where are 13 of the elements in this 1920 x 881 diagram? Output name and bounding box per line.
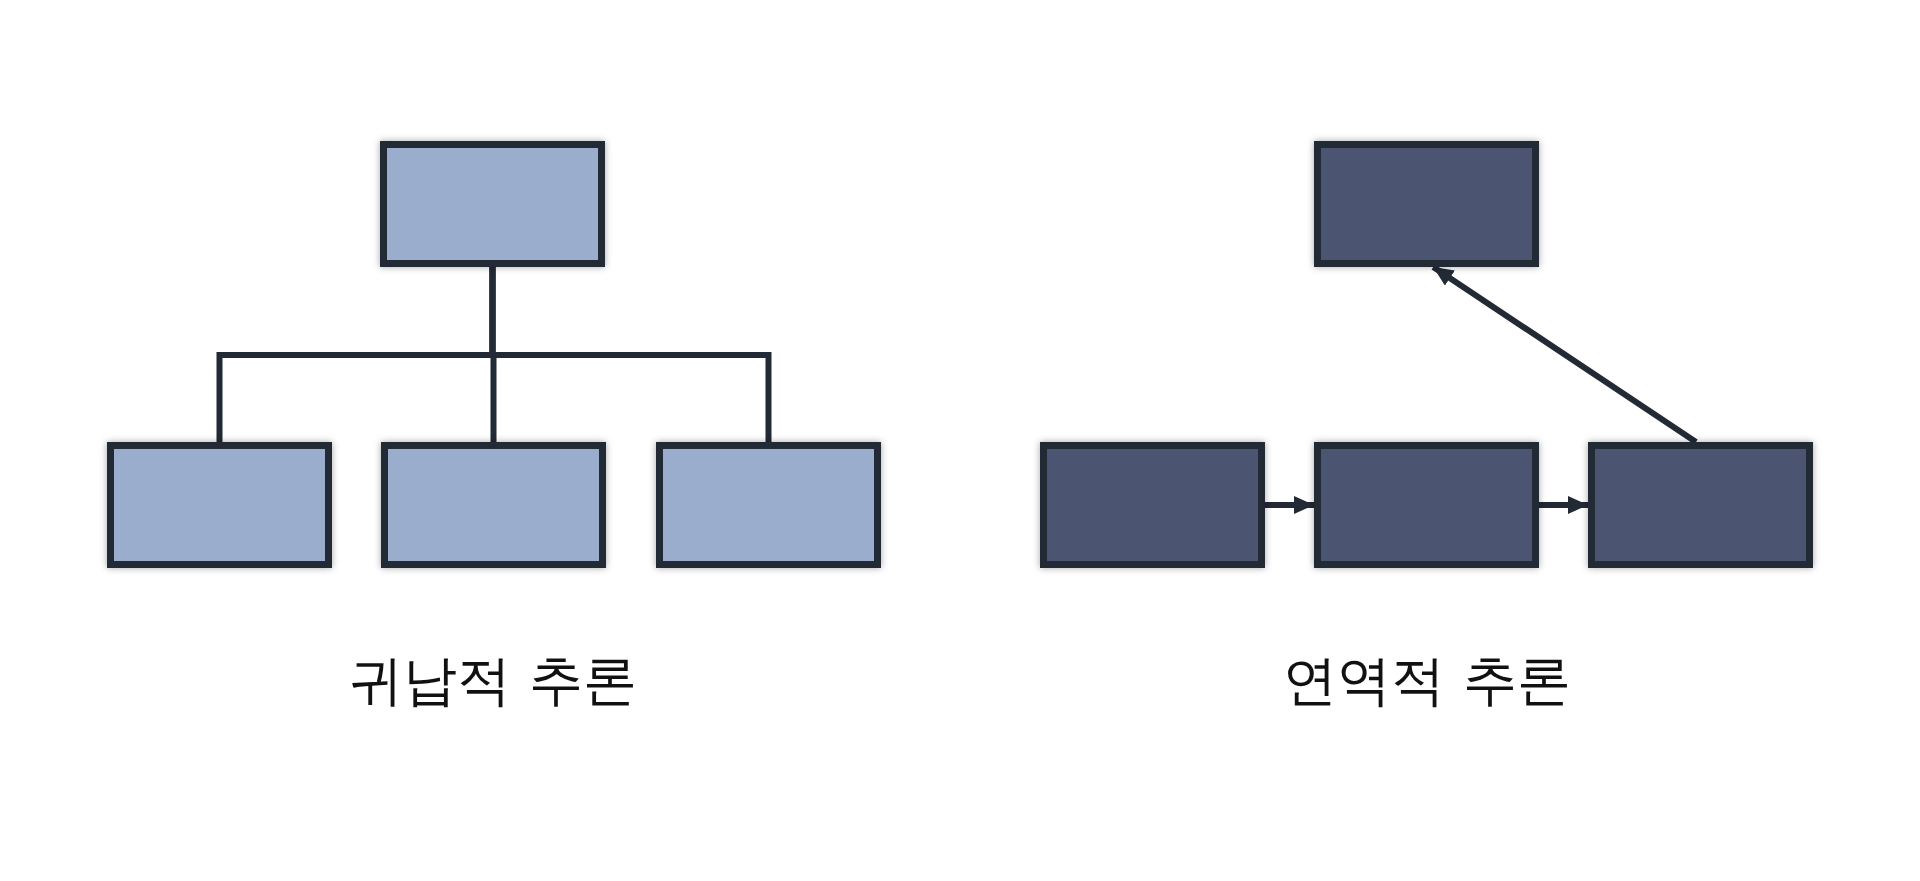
box — [1314, 442, 1539, 568]
arrow — [1539, 496, 1588, 514]
box — [1040, 442, 1265, 568]
caption: 귀납적 추론 — [349, 651, 637, 711]
caption: 연역적 추론 — [1283, 651, 1571, 711]
arrow — [1265, 496, 1314, 514]
box — [1588, 442, 1813, 568]
box — [381, 442, 606, 568]
box — [107, 442, 332, 568]
box — [656, 442, 881, 568]
box — [380, 141, 605, 267]
connector-line — [489, 267, 772, 442]
box — [1314, 141, 1539, 267]
